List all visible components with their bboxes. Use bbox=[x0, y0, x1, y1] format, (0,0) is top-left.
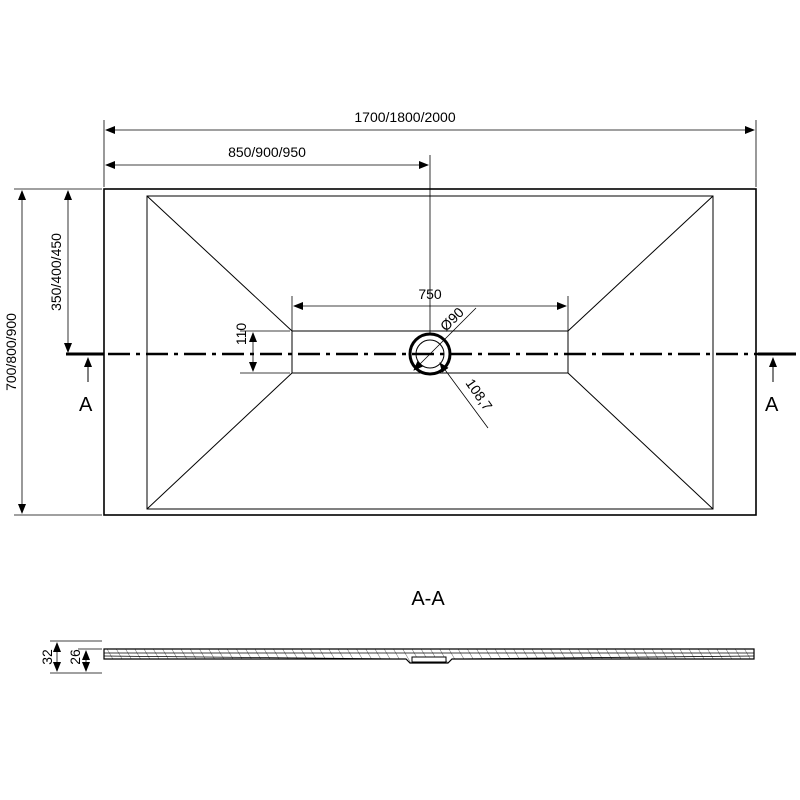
dim-half-width-label: 350/400/450 bbox=[48, 233, 64, 311]
dim-total-height-label: 32 bbox=[39, 649, 55, 665]
section-title: A-A bbox=[411, 588, 445, 610]
section-profile bbox=[103, 648, 755, 664]
dim-overall-width-label: 700/800/900 bbox=[3, 313, 19, 391]
dim-drain-outer bbox=[439, 362, 489, 429]
section-marker-right: A bbox=[765, 394, 779, 416]
slope-lines bbox=[146, 195, 714, 510]
dim-drain-offset-label: 850/900/950 bbox=[228, 144, 306, 160]
dim-overall-length-label: 1700/1800/2000 bbox=[354, 109, 455, 125]
dim-drain-outer-label: 108,7 bbox=[463, 376, 496, 414]
dim-channel-length-label: 750 bbox=[418, 286, 442, 302]
dim-edge-height-label: 26 bbox=[67, 649, 83, 665]
dim-channel-width-label: 110 bbox=[233, 323, 249, 346]
dim-drain-diameter bbox=[413, 307, 477, 371]
section-view: 32 26 bbox=[39, 640, 755, 674]
dimensions: 1700/1800/2000 850/900/950 750 700/800/9… bbox=[3, 109, 757, 516]
section-marker-left: A bbox=[79, 394, 93, 416]
section-drain bbox=[411, 656, 447, 663]
dim-drain-diameter-label: Ø90 bbox=[437, 304, 467, 334]
top-view: A A bbox=[66, 188, 796, 516]
